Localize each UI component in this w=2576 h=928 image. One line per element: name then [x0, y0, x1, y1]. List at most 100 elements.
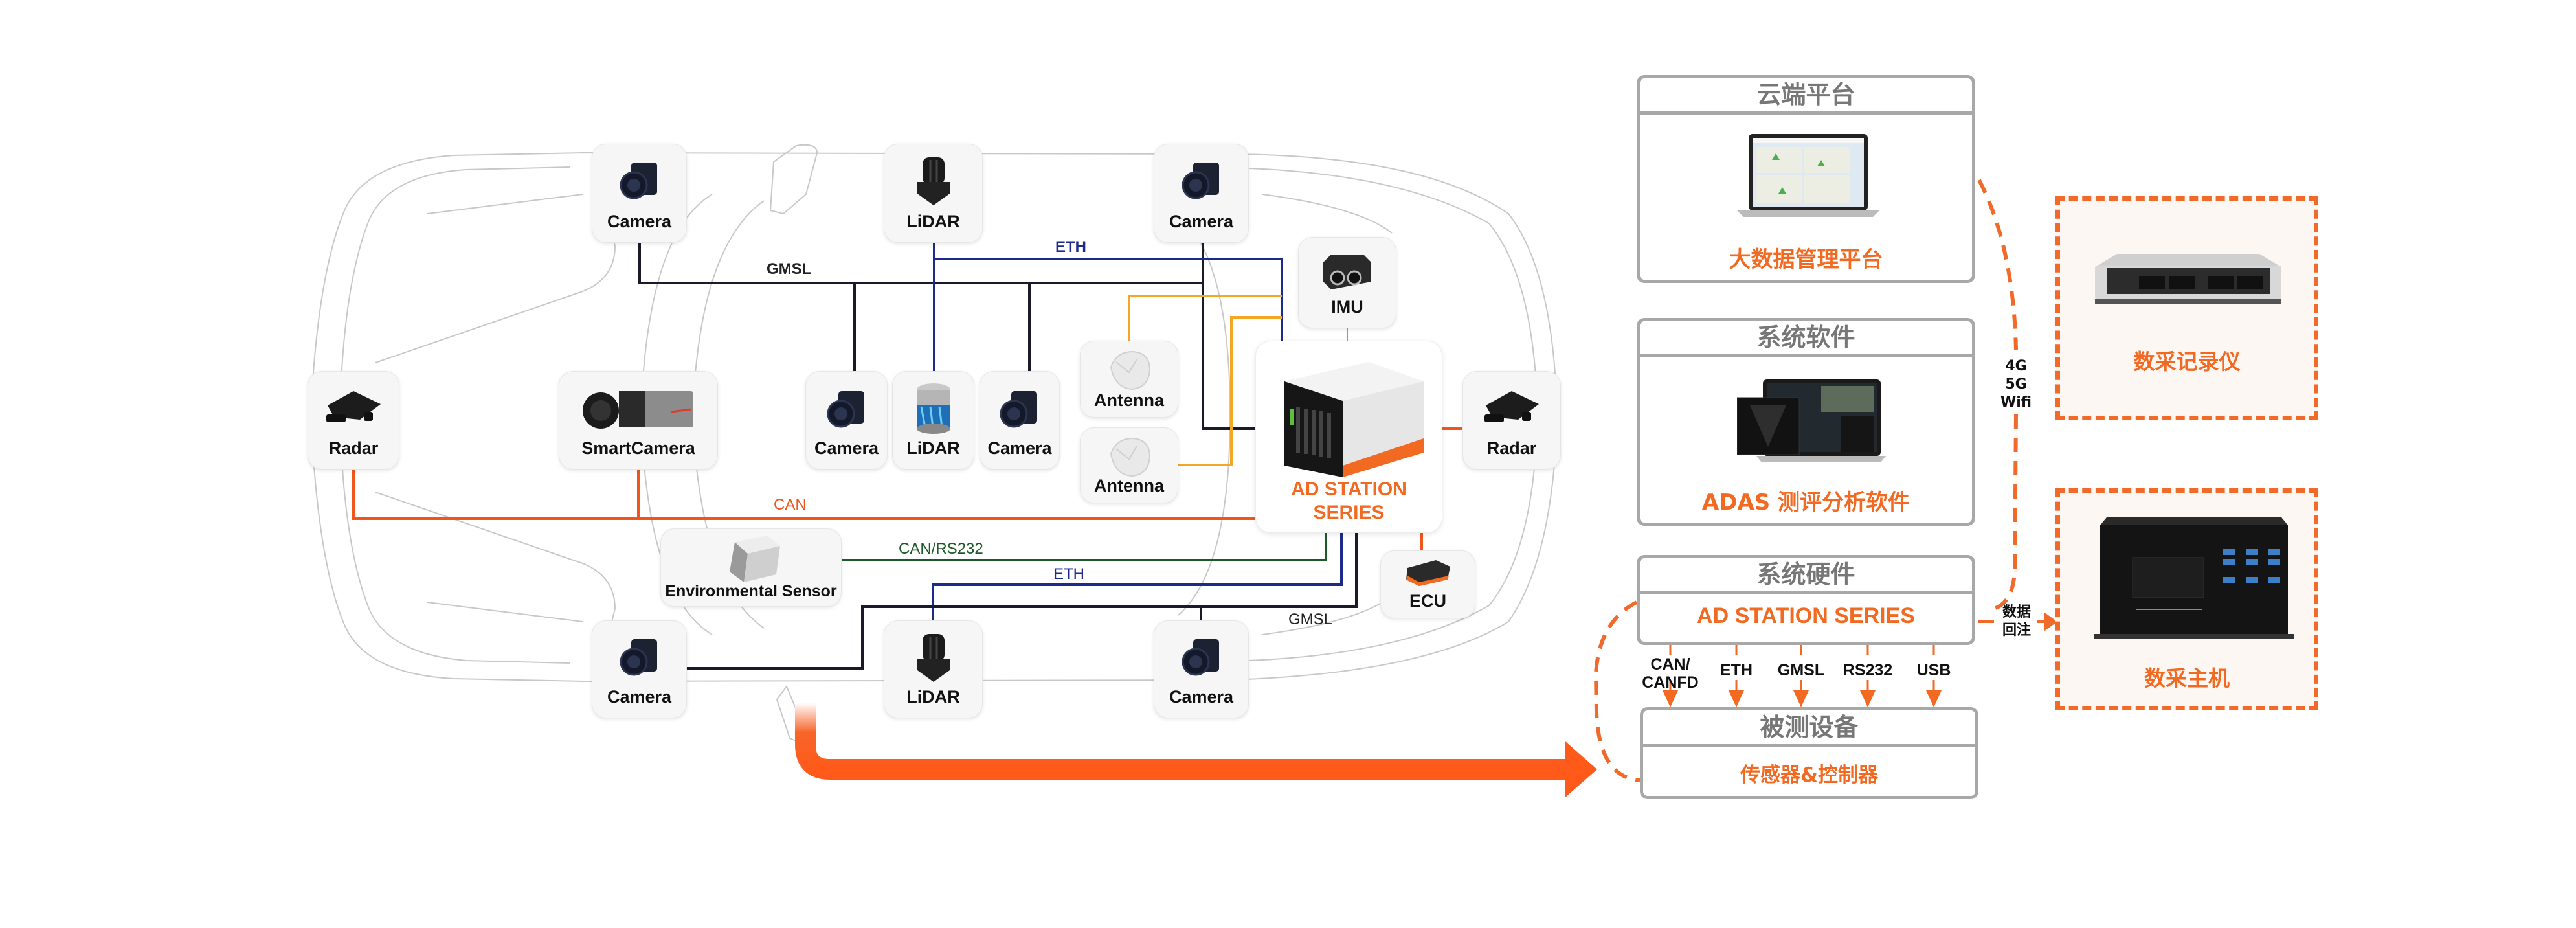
cloud-platform-title: 大数据管理平台: [1729, 247, 1883, 273]
camera-icon: [1179, 156, 1224, 210]
lidar-icon: [911, 153, 956, 210]
radar-icon: [1479, 386, 1544, 434]
sensor-label: Camera: [1169, 687, 1234, 707]
cloud-platform-panel[interactable]: 云端平台 大数据管理平台: [1637, 75, 1975, 283]
sensor-radar-right[interactable]: Radar: [1462, 371, 1561, 470]
laptop-dashboard-icon: [1736, 379, 1886, 473]
ad-station-label-line2: SERIES: [1313, 502, 1385, 523]
data-replay-label: 数据 回注: [2002, 604, 2031, 639]
interface-arrow-head: [1926, 690, 1942, 707]
interface-arrow-head: [1729, 690, 1744, 707]
system-software-panel[interactable]: 系统软件 ADAS 测评分析软件: [1637, 318, 1975, 526]
sensor-label: Camera: [607, 212, 672, 231]
environmental-sensor-icon: [715, 533, 787, 587]
data-host-icon: [2094, 512, 2294, 644]
sensor-lidar-top[interactable]: LiDAR: [884, 144, 983, 243]
sensor-smart-camera[interactable]: SmartCamera: [559, 371, 718, 470]
eth-top-bus: [933, 243, 1283, 371]
sensor-environmental[interactable]: Environmental Sensor: [660, 528, 842, 607]
interface-arrow-head: [1793, 690, 1809, 707]
antenna-icon: [1103, 435, 1155, 482]
spinning-lidar-icon: [911, 381, 956, 442]
sensor-label: ECU: [1409, 591, 1446, 611]
system-hardware-header: 系统硬件: [1640, 558, 1972, 594]
sensor-camera-top-right[interactable]: Camera: [1154, 144, 1249, 243]
system-hardware-title: AD STATION SERIES: [1697, 604, 1915, 628]
can-label: CAN: [774, 496, 807, 514]
can-bus: [352, 427, 1462, 550]
wireless-dashed-link: [1977, 179, 2018, 611]
eth-bottom-bus: [932, 533, 1343, 620]
sensor-label: Radar: [328, 438, 379, 458]
gmsl-bottom-bus: [687, 533, 1358, 670]
data-host-title: 数采主机: [2144, 666, 2230, 691]
ad-station-icon: [1271, 356, 1427, 481]
system-software-header: 系统软件: [1640, 321, 1972, 357]
imu-icon: [1318, 249, 1376, 297]
eth-top-label: ETH: [1055, 238, 1086, 256]
data-host-box[interactable]: 数采主机: [2055, 488, 2318, 710]
ad-station-label: AD STATION SERIES: [1256, 478, 1442, 525]
eth-bottom-label: ETH: [1053, 565, 1084, 583]
sensor-camera-bottom-left[interactable]: Camera: [592, 620, 687, 718]
sensor-camera-mid-left[interactable]: Camera: [805, 371, 888, 470]
camera-icon: [617, 156, 662, 210]
lidar-icon: [911, 630, 956, 687]
wireless-label: 4G 5G Wifi: [2000, 358, 2032, 411]
device-under-test-title: 传感器&控制器: [1740, 764, 1879, 787]
gmsl-top-bus: [638, 243, 1255, 430]
antenna-lines: [1128, 295, 1282, 466]
antenna-icon: [1103, 348, 1155, 396]
data-logger-title: 数采记录仪: [2133, 349, 2241, 374]
can-rs232-label: CAN/RS232: [899, 540, 983, 558]
system-software-title: ADAS 测评分析软件: [1701, 490, 1910, 515]
gmsl-bottom-label: GMSL: [1288, 611, 1333, 628]
sensor-antenna-1[interactable]: Antenna: [1080, 341, 1178, 418]
box-camera-icon: [580, 387, 697, 435]
camera-icon: [617, 633, 662, 687]
sensor-label: Camera: [987, 438, 1052, 458]
sensor-lidar-bottom[interactable]: LiDAR: [884, 620, 983, 718]
sensor-label: Camera: [1169, 212, 1234, 231]
device-under-test-panel[interactable]: 被测设备 传感器&控制器: [1640, 707, 1978, 799]
sensor-antenna-2[interactable]: Antenna: [1080, 427, 1178, 503]
system-hardware-panel[interactable]: 系统硬件 AD STATION SERIES: [1637, 555, 1975, 645]
interface-label-usb: USB: [1916, 661, 1951, 679]
interface-arrows: [1663, 645, 1942, 707]
sensor-label: LiDAR: [906, 438, 960, 458]
sensor-camera-top-left[interactable]: Camera: [592, 144, 687, 243]
data-logger-box[interactable]: 数采记录仪: [2055, 196, 2318, 420]
flow-arrow: [795, 703, 1597, 797]
ad-station-hub[interactable]: AD STATION SERIES: [1255, 341, 1442, 533]
interface-arrow-head: [1860, 690, 1876, 707]
interface-label-gmsl: GMSL: [1777, 661, 1825, 679]
loop-dashed-link: [1593, 600, 1641, 782]
sensor-label: SmartCamera: [581, 438, 695, 458]
sensor-imu[interactable]: IMU: [1298, 237, 1396, 328]
sensor-camera-bottom-right[interactable]: Camera: [1154, 620, 1249, 718]
interface-label-can-canfd: CAN/ CANFD: [1642, 655, 1699, 692]
sensor-ecu[interactable]: ECU: [1380, 550, 1475, 618]
sensor-camera-mid-right[interactable]: Camera: [980, 371, 1060, 470]
data-logger-icon: [2091, 253, 2285, 313]
sensor-label: LiDAR: [906, 687, 960, 707]
sensor-lidar-mid[interactable]: LiDAR: [892, 371, 974, 470]
camera-icon: [997, 385, 1042, 439]
camera-icon: [824, 385, 869, 439]
replay-arrow: [1978, 612, 2057, 631]
gmsl-top-label: GMSL: [767, 260, 812, 278]
sensor-label: LiDAR: [906, 212, 960, 231]
can-rs232-bus: [842, 533, 1327, 561]
laptop-map-icon: [1737, 134, 1879, 227]
sensor-radar-left[interactable]: Radar: [308, 371, 399, 470]
sensor-label: Environmental Sensor: [665, 582, 837, 600]
interface-label-rs232: RS232: [1842, 661, 1893, 679]
cloud-platform-header: 云端平台: [1640, 78, 1972, 115]
sensor-label: Antenna: [1094, 390, 1164, 410]
camera-icon: [1179, 633, 1224, 687]
sensor-label: IMU: [1331, 297, 1363, 317]
sensor-label: Antenna: [1094, 476, 1164, 495]
sensor-label: Camera: [814, 438, 879, 458]
sensor-label: Camera: [607, 687, 672, 707]
interface-arrow-head: [1663, 690, 1678, 707]
